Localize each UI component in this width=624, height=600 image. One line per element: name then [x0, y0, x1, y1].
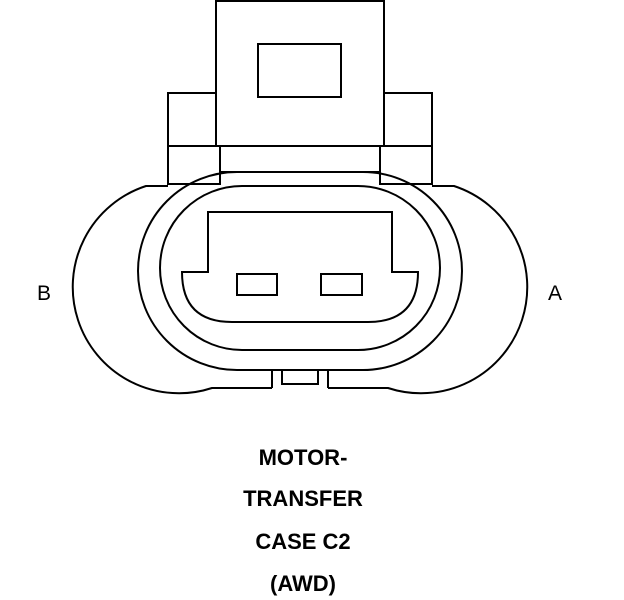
terminal-b	[236, 273, 278, 296]
tab-window	[257, 43, 342, 98]
title-line-1: MOTOR-	[259, 445, 348, 470]
title-line-2: TRANSFER	[243, 486, 363, 511]
bottom-key	[271, 369, 329, 388]
connector-title: MOTOR- TRANSFER CASE C2 (AWD)	[243, 445, 363, 596]
outer-shell	[71, 185, 529, 395]
title-line-4: (AWD)	[270, 571, 336, 596]
terminal-cavity	[180, 211, 420, 323]
locking-tab	[215, 0, 385, 147]
pin-label-b: B	[37, 282, 51, 305]
body-ring-outer	[137, 171, 463, 371]
body-ring-inner	[159, 185, 441, 351]
shoulder-right	[379, 92, 433, 185]
shoulder-left	[167, 92, 221, 185]
title-line-3: CASE C2	[255, 529, 350, 554]
terminal-a	[320, 273, 363, 296]
tab-base	[219, 145, 381, 173]
pin-label-a: A	[548, 282, 562, 305]
